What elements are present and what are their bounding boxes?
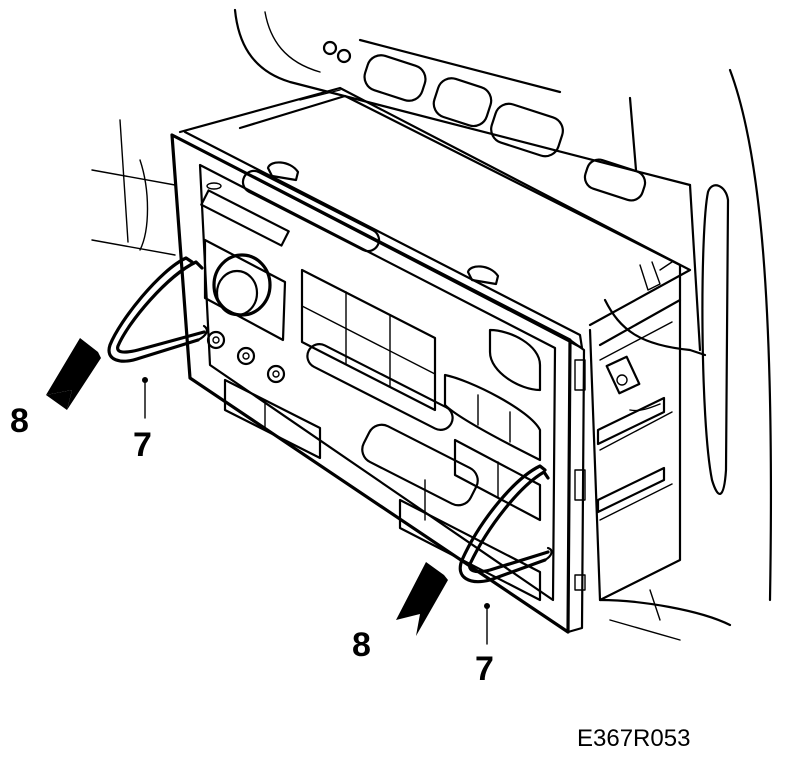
- radio-chassis: [178, 86, 692, 602]
- removal-tool-right: [458, 464, 553, 584]
- dashboard-surround: [91, 8, 773, 641]
- pull-arrow-right-icon: [396, 562, 448, 636]
- radio-faceplate: [170, 130, 586, 634]
- leader-lines: [142, 377, 490, 645]
- callout-8-left: 8: [10, 402, 29, 440]
- pull-arrow-left-icon: [46, 338, 101, 410]
- callout-7-right: 7: [475, 650, 494, 688]
- callout-7-left: 7: [133, 426, 152, 464]
- removal-tool-left: [107, 256, 208, 363]
- figure-code: E367R053: [577, 725, 690, 752]
- callout-8-right: 8: [352, 626, 371, 664]
